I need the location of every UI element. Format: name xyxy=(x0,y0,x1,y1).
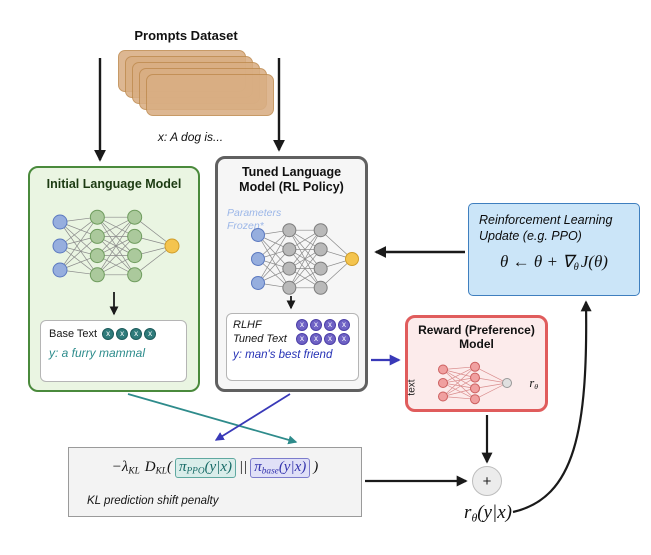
initial-model-title: Initial Language Model xyxy=(46,177,182,191)
reward-model-title: Reward (Preference) Model xyxy=(418,323,535,352)
base-text-box: Base Text x x x x y: a furry mammal xyxy=(40,320,187,382)
token-icon: x xyxy=(130,328,143,340)
reward-model-network-icon xyxy=(434,356,516,415)
rlhf-tuned-text-box: RLHF x x x x Tuned Text x x x x y: man's… xyxy=(226,313,359,381)
prompt-example-text: x: A dog is... xyxy=(157,130,224,144)
initial-model-output-text: y: a furry mammal xyxy=(49,346,146,360)
pi-ppo-term: πPPO(y|x) xyxy=(174,458,236,478)
tuned-language-model-box: Tuned Language Model (RL Policy) Paramet… xyxy=(215,156,368,392)
prompts-dataset-label: Prompts Dataset xyxy=(134,28,238,43)
token-icon: x xyxy=(310,333,322,345)
arrow-tuned-model-to-kl-term xyxy=(214,393,291,441)
rlhf-label: RLHF xyxy=(233,319,262,331)
tuned-model-output-text: y: man's best friend xyxy=(233,349,333,361)
prompts-card-stack xyxy=(118,50,283,122)
sum-node: + xyxy=(472,466,502,496)
reward-input-label: text xyxy=(406,379,418,396)
reward-output-label: rθ xyxy=(529,376,538,392)
arrow-initial-model-to-kl-term xyxy=(127,393,298,445)
token-icon: x xyxy=(324,333,336,345)
pi-base-term: πbase(y|x) xyxy=(250,458,311,478)
token-icon: x xyxy=(338,319,350,331)
token-icon: x xyxy=(324,319,336,331)
kl-penalty-caption: KL prediction shift penalty xyxy=(87,495,219,507)
token-icon: x xyxy=(102,328,115,340)
tuned-model-network-icon xyxy=(246,211,364,312)
initial-model-network-icon xyxy=(46,198,186,299)
reward-model-box: Reward (Preference) Model text rθ xyxy=(405,315,548,412)
prompt-card xyxy=(146,74,274,116)
reward-signal-label: rθ(y|x) xyxy=(464,502,512,525)
rl-update-title: Reinforcement Learning Update (e.g. PPO) xyxy=(479,213,613,244)
token-icon: x xyxy=(296,333,308,345)
token-icon: x xyxy=(296,319,308,331)
token-icon: x xyxy=(310,319,322,331)
token-icon: x xyxy=(116,328,129,340)
base-text-label: Base Text xyxy=(49,328,98,340)
rl-update-box: Reinforcement Learning Update (e.g. PPO)… xyxy=(468,203,640,296)
token-icon: x xyxy=(338,333,350,345)
tuned-text-label: Tuned Text xyxy=(233,333,287,345)
tuned-model-title: Tuned Language Model (RL Policy) xyxy=(239,165,344,194)
initial-language-model-box: Initial Language Model Base Text x x x x… xyxy=(28,166,200,392)
token-icon: x xyxy=(144,328,157,340)
